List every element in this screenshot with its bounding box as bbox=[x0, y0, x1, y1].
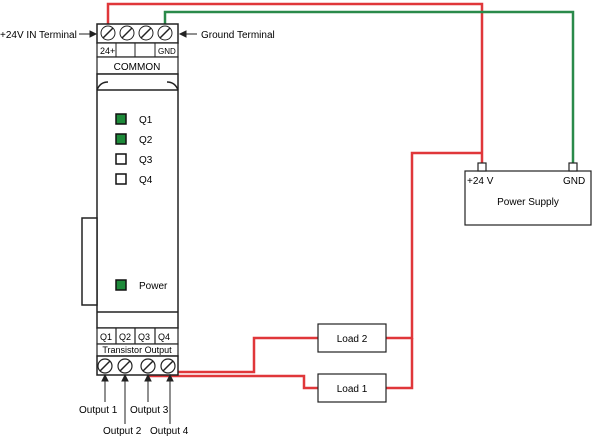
led-q4 bbox=[115, 173, 127, 185]
bottom-q3-label: Q3 bbox=[138, 332, 150, 342]
terminal-gnd-label: GND bbox=[158, 47, 176, 56]
green-wire-ground bbox=[163, 10, 575, 165]
power-supply bbox=[464, 162, 592, 226]
annotation-arrows bbox=[79, 30, 197, 424]
ps-gnd-label: GND bbox=[563, 176, 585, 187]
power-supply-label: Power Supply bbox=[497, 197, 559, 208]
ps-gnd-terminal bbox=[568, 162, 578, 172]
led-q1 bbox=[115, 113, 127, 125]
red-wire-load1-supply bbox=[386, 338, 414, 390]
load1-box bbox=[317, 373, 387, 403]
led-q3 bbox=[115, 153, 127, 165]
output1-label: Output 1 bbox=[79, 405, 118, 416]
ps-plus24v-terminal bbox=[477, 162, 487, 172]
load1-label: Load 1 bbox=[337, 384, 368, 395]
red-wire-24v-in bbox=[106, 2, 484, 165]
plus24v-in-terminal-label: +24V IN Terminal bbox=[0, 30, 77, 41]
output3-label: Output 3 bbox=[130, 405, 169, 416]
ps-plus24v-label: +24 V bbox=[467, 176, 494, 187]
led-q2 bbox=[115, 133, 127, 145]
din-clip bbox=[81, 217, 98, 306]
bottom-q2-label: Q2 bbox=[119, 332, 131, 342]
led-power-label: Power bbox=[139, 281, 168, 292]
load2-label: Load 2 bbox=[337, 334, 368, 345]
led-q2-label: Q2 bbox=[139, 135, 153, 146]
led-q1-label: Q1 bbox=[139, 115, 153, 126]
output2-label: Output 2 bbox=[103, 426, 142, 437]
common-label: COMMON bbox=[114, 62, 161, 73]
output4-label: Output 4 bbox=[150, 426, 189, 437]
led-q4-label: Q4 bbox=[139, 175, 153, 186]
bottom-terminal-block bbox=[96, 327, 179, 376]
top-terminal-block bbox=[96, 23, 179, 75]
module-body bbox=[81, 73, 179, 329]
bottom-q4-label: Q4 bbox=[158, 332, 170, 342]
led-power bbox=[115, 279, 127, 291]
transistor-output-label: Transistor Output bbox=[102, 345, 172, 355]
terminal-24plus-label: 24+ bbox=[100, 46, 115, 56]
bottom-q1-label: Q1 bbox=[100, 332, 112, 342]
led-q3-label: Q3 bbox=[139, 155, 153, 166]
red-wire-supply-to-loads bbox=[386, 151, 482, 340]
load2-box bbox=[317, 323, 387, 353]
ground-terminal-label: Ground Terminal bbox=[201, 30, 275, 41]
